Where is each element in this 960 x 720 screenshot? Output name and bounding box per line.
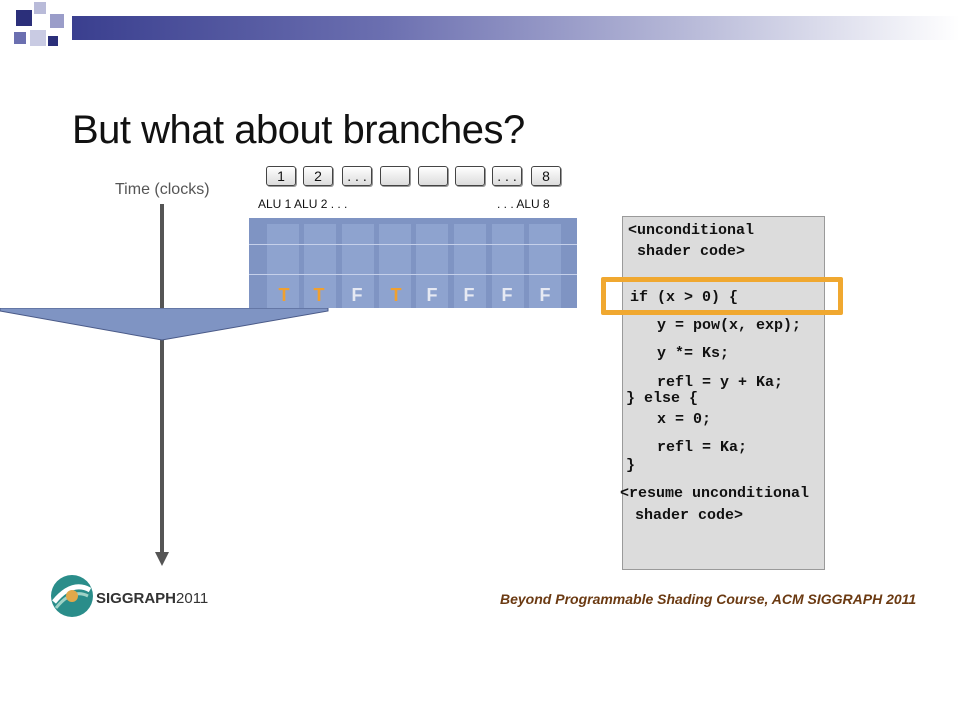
time-axis-label: Time (clocks): [115, 181, 210, 198]
code-line: refl = Ka;: [630, 439, 748, 456]
shader-code-panel: [622, 216, 825, 570]
code-line: x = 0;: [630, 411, 712, 428]
banner-square: [16, 10, 32, 26]
banner-square: [14, 32, 26, 44]
code-line: shader code>: [626, 507, 744, 524]
branch-result-1: T: [278, 285, 290, 305]
alu-box: [418, 166, 448, 186]
alu-box: 8: [531, 166, 561, 186]
alu-lane-column: [492, 224, 524, 308]
time-axis-line: [160, 204, 164, 554]
execution-grid-line: [249, 244, 577, 245]
code-line: shader code>: [628, 243, 746, 260]
footer-credit: Beyond Programmable Shading Course, ACM …: [500, 591, 917, 607]
execution-block-funnel: [0, 308, 329, 341]
alu-label-right: . . . ALU 8: [497, 197, 550, 211]
banner-gradient-bar: [72, 16, 960, 40]
alu-box: [380, 166, 410, 186]
code-line: <resume unconditional: [620, 485, 810, 502]
alu-lane-column: [454, 224, 486, 308]
branch-result-3: F: [351, 285, 363, 305]
branch-result-4: T: [390, 285, 402, 305]
alu-label-left: ALU 1 ALU 2 . . .: [258, 197, 348, 211]
banner-square: [34, 2, 46, 14]
slide-title: But what about branches?: [72, 108, 525, 152]
alu-box: . . .: [342, 166, 372, 186]
alu-box: 2: [303, 166, 333, 186]
siggraph-logo-text: SIGGRAPH2011: [96, 590, 208, 607]
alu-lane-column: [342, 224, 374, 308]
alu-lane-column: [304, 224, 336, 308]
logo-bold-text: SIGGRAPH: [96, 590, 177, 607]
execution-grid-line: [249, 274, 577, 275]
alu-box: 1: [266, 166, 296, 186]
code-line: } else {: [626, 390, 699, 407]
branch-result-8: F: [539, 285, 551, 305]
banner-square: [50, 14, 64, 28]
banner-square: [48, 36, 58, 46]
alu-execution-block: [249, 218, 577, 308]
code-line: y = pow(x, exp);: [630, 317, 802, 334]
code-line: y *= Ks;: [630, 345, 730, 362]
branch-result-2: T: [313, 285, 325, 305]
code-line: refl = y + Ka;: [630, 374, 784, 391]
alu-box: [455, 166, 485, 186]
branch-result-6: F: [463, 285, 475, 305]
alu-lane-column: [529, 224, 561, 308]
time-axis-arrowhead: [155, 552, 169, 566]
branch-condition-highlight: [601, 277, 843, 315]
code-line: }: [626, 457, 636, 474]
alu-lane-column: [379, 224, 411, 308]
branch-result-5: F: [426, 285, 438, 305]
branch-result-7: F: [501, 285, 513, 305]
alu-lane-column: [416, 224, 448, 308]
code-line: <unconditional: [628, 222, 755, 239]
logo-year-text: 2011: [176, 590, 209, 607]
alu-lane-column: [267, 224, 299, 308]
banner-square: [30, 30, 46, 46]
alu-box: . . .: [492, 166, 522, 186]
header-banner: [0, 0, 960, 60]
siggraph-logo-icon: [51, 575, 93, 617]
code-line: if (x > 0) {: [630, 289, 739, 306]
